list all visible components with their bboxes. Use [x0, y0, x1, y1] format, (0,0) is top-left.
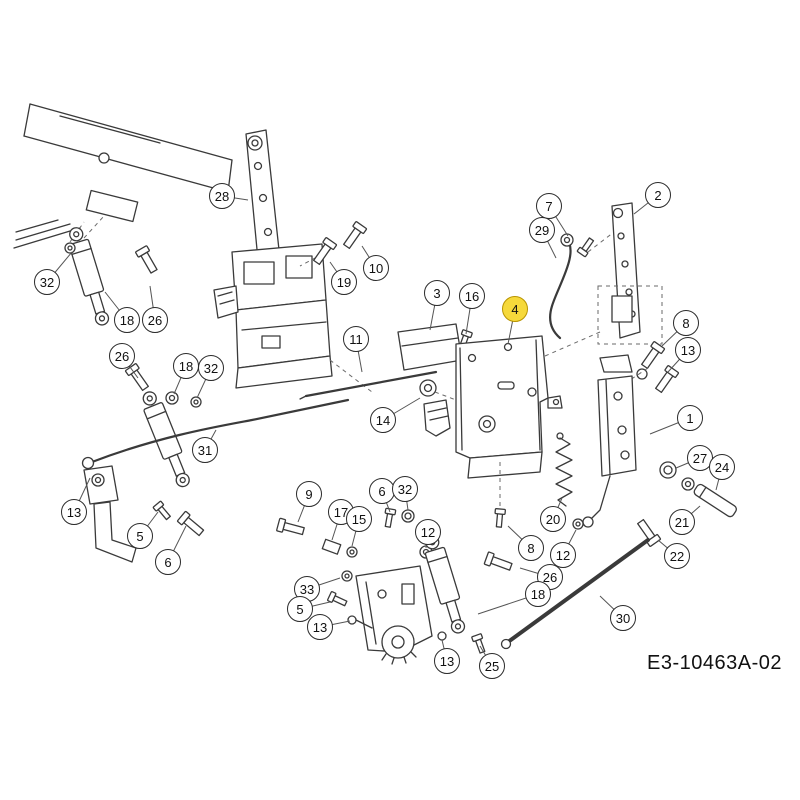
callout-28-3: 28 — [209, 183, 235, 209]
washer-32-mid — [190, 396, 202, 408]
callout-15-36: 15 — [346, 506, 372, 532]
spring-20 — [555, 432, 573, 507]
pin-21-24 — [681, 477, 737, 518]
callout-7-18: 7 — [536, 193, 562, 219]
callout-21-26: 21 — [669, 509, 695, 535]
choke-rod-29 — [549, 231, 615, 340]
lever-assembly-1 — [582, 354, 637, 528]
callout-1-23: 1 — [677, 405, 703, 431]
callout-26-6: 26 — [109, 343, 135, 369]
frame-rail — [13, 103, 233, 249]
callout-6-37: 6 — [369, 478, 395, 504]
callout-2-20: 2 — [645, 182, 671, 208]
callout-10-5: 10 — [363, 255, 389, 281]
callout-32-0: 32 — [34, 269, 60, 295]
callout-29-19: 29 — [529, 217, 555, 243]
bracket-assembly-28 — [213, 129, 373, 393]
washer-12-right — [572, 518, 584, 530]
callout-30-33: 30 — [610, 605, 636, 631]
bushing-17 — [321, 538, 342, 555]
part-code-label: E3-10463A-02 — [647, 652, 782, 674]
bracket-4 — [455, 331, 601, 508]
pedal-assembly — [326, 565, 488, 665]
callout-5-41: 5 — [287, 596, 313, 622]
callout-19-4: 19 — [331, 269, 357, 295]
callout-14-13: 14 — [370, 407, 396, 433]
callout-11-9: 11 — [343, 326, 369, 352]
callout-6-17: 6 — [155, 549, 181, 575]
callout-8-29: 8 — [518, 535, 544, 561]
callout-13-43: 13 — [434, 648, 460, 674]
callout-24-25: 24 — [709, 454, 735, 480]
callout-13-22: 13 — [675, 337, 701, 363]
callout-31-14: 31 — [192, 437, 218, 463]
bolt-13-right — [611, 364, 680, 395]
callout-13-42: 13 — [307, 614, 333, 640]
callout-13-15: 13 — [61, 499, 87, 525]
callout-18-7: 18 — [173, 353, 199, 379]
lift-rod-31 — [81, 398, 350, 563]
link-rod-11 — [299, 370, 438, 400]
lift-bar-30 — [500, 538, 650, 650]
latch-piece-14 — [423, 399, 451, 437]
lever-2 — [597, 202, 663, 345]
bushing-27 — [659, 461, 677, 479]
callout-9-34: 9 — [296, 481, 322, 507]
washer-14 — [419, 379, 457, 401]
washer-32-top-left — [64, 242, 76, 254]
callout-8-21: 8 — [673, 310, 699, 336]
callout-20-28: 20 — [540, 506, 566, 532]
callout-18-1: 18 — [114, 307, 140, 333]
callout-5-16: 5 — [127, 523, 153, 549]
callout-18-32: 18 — [525, 581, 551, 607]
callout-32-38: 32 — [392, 476, 418, 502]
callout-12-39: 12 — [415, 519, 441, 545]
callout-32-8: 32 — [198, 355, 224, 381]
callout-25-44: 25 — [479, 653, 505, 679]
washer-18-mid — [165, 391, 179, 405]
callout-16-11: 16 — [459, 283, 485, 309]
callout-22-27: 22 — [664, 543, 690, 569]
callout-27-24: 27 — [687, 445, 713, 471]
callout-26-2: 26 — [142, 307, 168, 333]
washer-15 — [346, 546, 358, 558]
callout-12-30: 12 — [550, 542, 576, 568]
callout-4-12: 4 — [502, 296, 528, 322]
callout-3-10: 3 — [424, 280, 450, 306]
